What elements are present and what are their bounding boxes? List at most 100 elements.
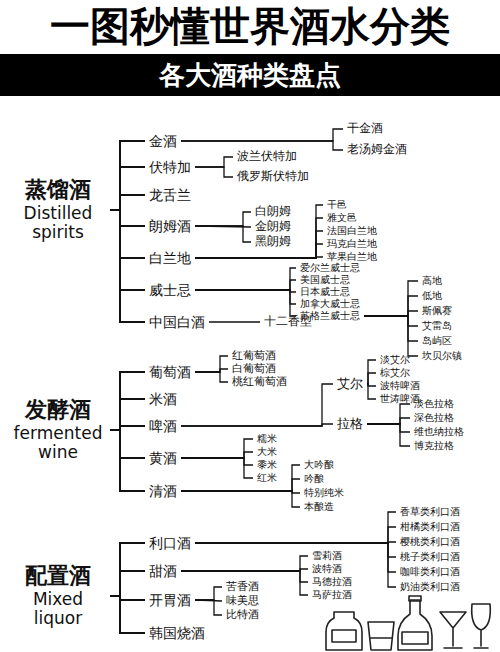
node-sublabel: Distilled spirits: [8, 204, 108, 243]
tree-connector: [110, 596, 145, 633]
tree-node: 美国威士忌: [298, 274, 352, 286]
node-label: 龙舌兰: [149, 187, 191, 203]
node-label: 甜酒: [149, 563, 177, 579]
tree-node: 波特酒: [310, 563, 344, 575]
node-label: 红米: [257, 472, 277, 484]
tree-connector: [110, 141, 145, 210]
tree-connector: [364, 316, 418, 356]
tree-connector: [110, 571, 145, 596]
tree-node: 桃子类利口酒: [398, 551, 462, 563]
tree-node: 红葡萄酒: [230, 350, 278, 363]
tree-node: 马萨拉酒: [310, 589, 354, 601]
bottle-label: [402, 632, 428, 644]
tree-node: 俄罗斯伏特加: [235, 170, 311, 184]
node-label: 日本威士忌: [300, 286, 350, 298]
tree-node: 香草类利口酒: [398, 506, 462, 518]
node-label: 味美思: [226, 595, 259, 608]
node-label: 中国白酒: [149, 314, 205, 330]
tree-connector: [195, 257, 323, 258]
tree-connector: [181, 141, 343, 150]
node-label: 高地: [422, 275, 442, 287]
node-label: 苹果白兰地: [327, 251, 377, 263]
page-title: 一图秒懂世界酒水分类: [0, 2, 500, 50]
node-label: 十二香型: [264, 315, 312, 329]
tree-connector: [181, 424, 333, 426]
node-label: 干邑: [327, 199, 347, 211]
tree-connector: [181, 439, 253, 458]
tree-node: 淡艾尔: [378, 354, 412, 366]
tree-connector: [195, 212, 251, 226]
tree-connector: [195, 226, 251, 242]
node-label: 啤酒: [149, 418, 177, 434]
node-label: 淡色拉格: [414, 398, 454, 410]
tree-node: 咖啡类利口酒: [398, 566, 462, 578]
tree-connector: [181, 479, 300, 491]
node-label: 艾雷岛: [422, 320, 452, 332]
tree-connector: [181, 491, 300, 507]
tree-node: 十二香型: [262, 315, 314, 329]
tree-node: 味美思: [224, 595, 261, 608]
tree-connector: [181, 458, 253, 465]
node-label: 维也纳拉格: [414, 426, 464, 438]
node-label: 玛克白兰地: [327, 238, 377, 250]
tree-connector: [195, 543, 396, 557]
tree-node: 黍米: [255, 459, 279, 471]
tree-node: 艾尔: [335, 377, 365, 392]
node-label: 葡萄酒: [149, 364, 191, 380]
subtitle: 各大酒种类盘点: [0, 54, 500, 96]
node-label: 岛屿区: [422, 335, 452, 347]
node-label: 白朗姆: [255, 205, 291, 219]
category-node: 蒸馏酒Distilled spirits: [8, 177, 108, 242]
node-label: 吟酿: [304, 473, 324, 485]
tree-connector: [110, 430, 145, 491]
tree-connector: [195, 356, 228, 372]
node-label: 博克拉格: [414, 440, 454, 452]
tree-connector: [110, 430, 145, 458]
jar-outline: [326, 612, 362, 650]
node-label: 配置酒: [8, 563, 108, 589]
node-label: 白葡萄酒: [232, 363, 276, 376]
tree-connector: [195, 372, 228, 382]
node-label: 特别纯米: [304, 487, 344, 499]
node-label: 大吟酿: [304, 459, 334, 471]
node-label: 黄酒: [149, 450, 177, 466]
tree-node: 白兰地: [147, 250, 193, 266]
tree-node: 玛克白兰地: [325, 238, 379, 250]
tree-node: 日本威士忌: [298, 286, 352, 298]
tree-node: 米酒: [147, 391, 179, 407]
node-label: 咖啡类利口酒: [400, 566, 460, 578]
tree-connector: [195, 600, 222, 615]
tree-node: 本酿造: [302, 501, 336, 513]
tree-node: 比特酒: [224, 609, 261, 622]
node-label: 波特酒: [312, 563, 342, 575]
tree-node: 奶油类利口酒: [398, 581, 462, 593]
node-label: 美国威士忌: [300, 274, 350, 286]
tree-connector: [181, 458, 253, 478]
cocktail-glass: [440, 612, 466, 648]
tree-node: 龙舌兰: [147, 187, 193, 203]
node-label: 马德拉酒: [312, 576, 352, 588]
tree-node: 雪莉酒: [310, 550, 344, 562]
node-label: 开胃酒: [149, 592, 191, 608]
node-label: 苦香酒: [226, 581, 259, 594]
tree-connector: [367, 424, 410, 446]
tree-node: 低地: [420, 290, 444, 302]
tree-connector: [195, 157, 233, 167]
tree-connector: [181, 384, 333, 426]
bottle-outline: [398, 600, 432, 650]
tree-node: 白葡萄酒: [230, 363, 278, 376]
tree-node: 干邑: [325, 199, 349, 211]
tree-node: 柑橘类利口酒: [398, 521, 462, 533]
node-label: 低地: [422, 290, 442, 302]
node-label: 雅文邑: [327, 212, 357, 224]
tree-connector: [181, 571, 308, 595]
tree-node: 斯佩赛: [420, 305, 454, 317]
category-node: 发酵酒fermented wine: [8, 397, 108, 462]
tree-node: 威士忌: [147, 282, 193, 298]
tree-connector: [195, 231, 323, 258]
node-label: 发酵酒: [8, 397, 108, 423]
tree-connector: [195, 543, 396, 572]
jar-label: [332, 630, 356, 642]
node-label: 加拿大威士忌: [300, 298, 360, 310]
node-label: 奶油类利口酒: [400, 581, 460, 593]
